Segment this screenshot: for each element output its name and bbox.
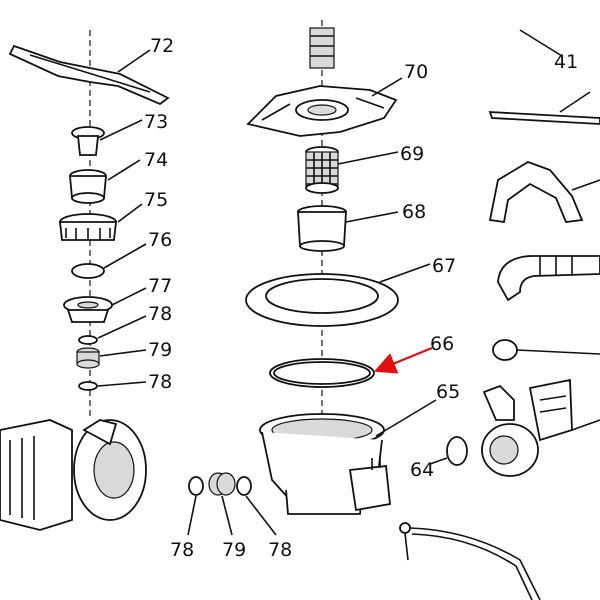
- part-67-gasket: [245, 273, 399, 327]
- leader-65: [375, 399, 437, 437]
- leader-76: [103, 243, 147, 269]
- callout-76: 76: [148, 229, 172, 251]
- part-64-washer: [446, 436, 468, 466]
- leader-64: [429, 457, 448, 465]
- part-74-hub: [69, 169, 107, 204]
- part-72-spray-arm: [8, 44, 170, 106]
- leader-79b: [221, 495, 233, 536]
- leader-79a: [99, 349, 147, 357]
- part-78-oring-upper: [78, 335, 98, 345]
- part-70-cover: [246, 85, 398, 137]
- callout-78-bottom-left: 78: [170, 539, 194, 561]
- part-75-bearing: [58, 213, 118, 241]
- leader-78a: [97, 315, 147, 339]
- part-77-ring: [63, 296, 113, 323]
- part-top-pipe: [309, 27, 335, 69]
- part-clip-bracket: [488, 161, 600, 224]
- callout-78-lower: 78: [148, 371, 172, 393]
- part-hose-elbow: [497, 255, 600, 302]
- part-68-sleeve: [297, 205, 347, 252]
- part-drain-pump: [481, 378, 600, 477]
- callout-79-bottom: 79: [222, 539, 246, 561]
- callout-68: 68: [402, 201, 426, 223]
- callout-69: 69: [400, 143, 424, 165]
- leader-78b: [97, 381, 147, 387]
- callout-70: 70: [404, 61, 428, 83]
- callout-75: 75: [144, 189, 168, 211]
- callout-77: 77: [148, 275, 172, 297]
- part-66-seal-ring: [269, 358, 375, 388]
- part-79-bushing-bottom: [208, 472, 236, 496]
- callout-67: 67: [432, 255, 456, 277]
- part-78-oring-bottom-left: [188, 476, 204, 496]
- leader-75: [117, 203, 143, 223]
- part-78-oring-lower: [78, 381, 98, 391]
- leader-78c: [187, 495, 197, 536]
- callout-78-bottom-right: 78: [268, 539, 292, 561]
- part-78-oring-bottom-right: [236, 476, 252, 496]
- callout-66: 66: [430, 333, 454, 355]
- callout-79-upper: 79: [148, 339, 172, 361]
- leader-78d: [245, 495, 277, 536]
- part-drain-hose: [409, 527, 541, 600]
- part-79-bushing: [76, 347, 100, 369]
- part-69-mesh-filter: [305, 146, 339, 194]
- callout-41: 41: [554, 51, 578, 73]
- callout-64: 64: [410, 459, 434, 481]
- leader-67: [379, 263, 431, 283]
- leader-70: [371, 77, 403, 97]
- part-73-nut: [71, 126, 105, 156]
- callout-65: 65: [436, 381, 460, 403]
- part-76-washer: [71, 263, 105, 279]
- part-41-strip: [488, 91, 600, 125]
- highlight-arrow-66: [373, 346, 433, 374]
- leader-73: [99, 119, 143, 141]
- part-hose-clamp: [492, 339, 600, 361]
- part-small-valve: [399, 522, 411, 561]
- leader-69: [337, 151, 399, 165]
- leader-74: [107, 159, 141, 181]
- leader-77: [111, 287, 147, 306]
- callout-72: 72: [150, 35, 174, 57]
- callout-73: 73: [144, 111, 168, 133]
- callout-78-upper: 78: [148, 303, 172, 325]
- part-motor: [0, 419, 147, 531]
- leader-41: [519, 29, 563, 57]
- part-65-sump: [259, 413, 391, 515]
- leader-68: [345, 211, 399, 223]
- callout-74: 74: [144, 149, 168, 171]
- leader-72: [117, 49, 151, 73]
